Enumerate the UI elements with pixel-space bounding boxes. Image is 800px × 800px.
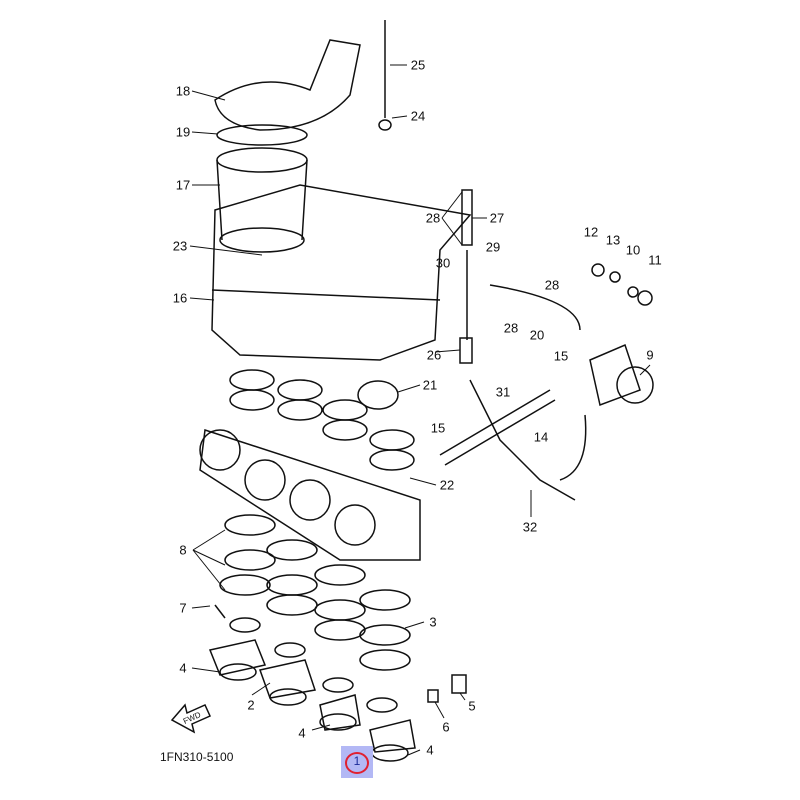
callout-16: 16 (172, 290, 188, 306)
seal-19 (216, 124, 308, 146)
callout-15: 15 (553, 348, 569, 364)
callout-19: 19 (175, 124, 191, 140)
callout-18: 18 (175, 83, 191, 99)
highlight-ring-icon (345, 752, 369, 774)
callout-29: 29 (485, 239, 501, 255)
callout-6: 6 (442, 719, 450, 735)
callout-5: 5 (468, 698, 476, 714)
callout-32: 32 (522, 519, 538, 535)
manifold-1 (369, 719, 416, 753)
air-duct-21 (357, 380, 399, 410)
callout-4b: 4 (298, 725, 306, 741)
screw-5 (451, 674, 467, 694)
callout-12: 12 (583, 224, 599, 240)
callout-24: 24 (410, 108, 426, 124)
clamps-8 (219, 514, 411, 671)
callout-10: 10 (625, 242, 641, 258)
fwd-arrow-icon (170, 703, 211, 734)
callout-21: 21 (422, 377, 438, 393)
callout-9: 9 (646, 347, 654, 363)
callout-28c: 28 (503, 320, 519, 336)
callout-25: 25 (410, 57, 426, 73)
carb-joints (229, 369, 415, 471)
actuator-9 (559, 263, 654, 481)
callout-23: 23 (172, 238, 188, 254)
callout-1: 1 (353, 754, 361, 768)
callout-26: 26 (426, 347, 442, 363)
filter-element-17 (216, 159, 308, 241)
callout-17: 17 (175, 177, 191, 193)
callout-14: 14 (533, 429, 549, 445)
callout-28b: 28 (544, 277, 560, 293)
callout-13: 13 (605, 232, 621, 248)
callout-4: 4 (179, 660, 187, 676)
clip-6 (427, 689, 439, 703)
callout-31: 31 (495, 384, 511, 400)
callout-28: 28 (425, 210, 441, 226)
diagram-code: 1FN310-5100 (160, 750, 234, 764)
callout-8: 8 (179, 542, 187, 558)
carburetors (199, 429, 421, 561)
callout-3: 3 (429, 614, 437, 630)
filter-top (216, 147, 308, 173)
airbox-16 (211, 184, 472, 361)
callout-30: 30 (435, 255, 451, 271)
intake-manifolds (208, 617, 416, 753)
callout-2: 2 (247, 697, 255, 713)
callout-15b: 15 (430, 420, 446, 436)
highlighted-callout-1[interactable]: 1 (341, 746, 373, 778)
hoses (439, 189, 581, 501)
callout-22: 22 (439, 477, 455, 493)
callout-27: 27 (489, 210, 505, 226)
callout-4c: 4 (426, 742, 434, 758)
leader-lines (189, 64, 651, 756)
nut-24 (378, 119, 392, 131)
callout-11: 11 (648, 252, 662, 268)
callout-7: 7 (179, 600, 187, 616)
callout-20: 20 (529, 327, 545, 343)
screw-7 (214, 604, 226, 619)
airbox-cover-18 (214, 39, 361, 131)
